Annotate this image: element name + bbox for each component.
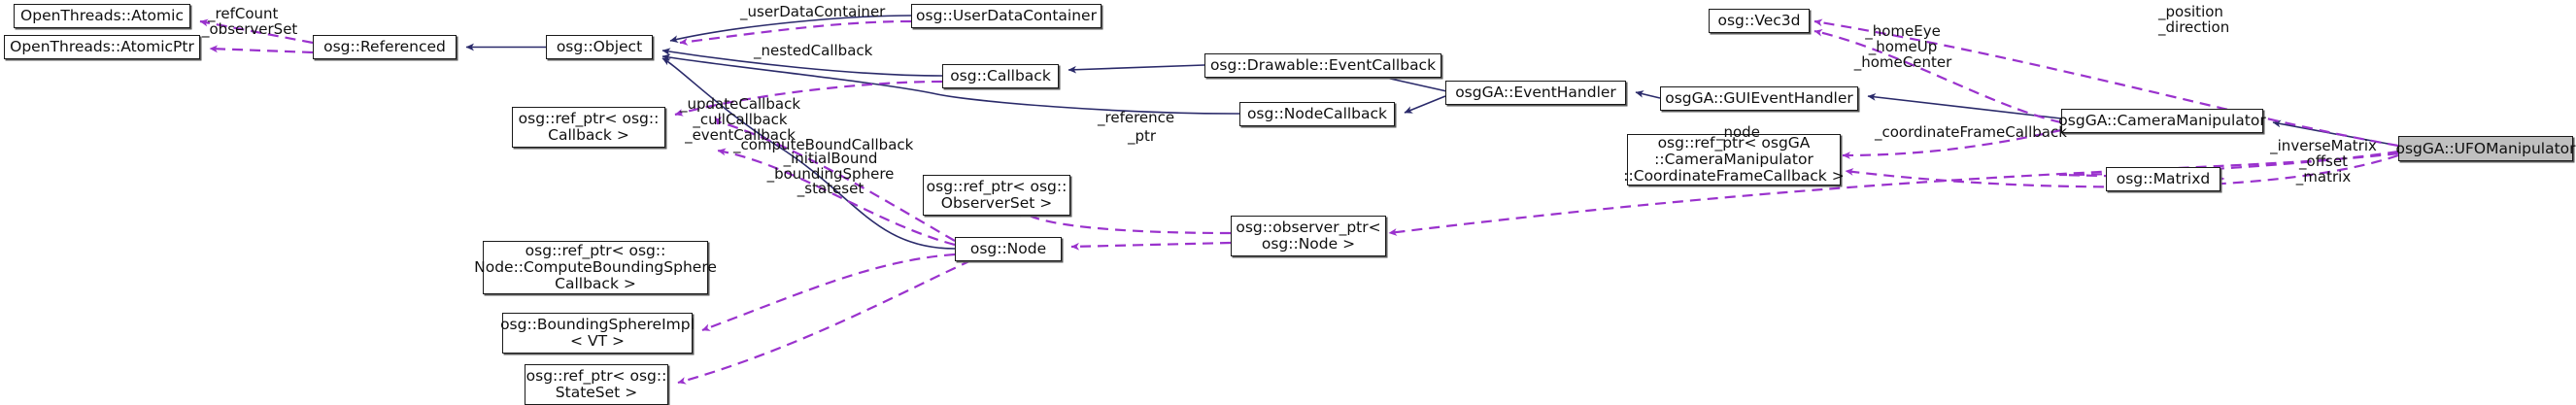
class-node-osg-refptr-observerset[interactable]: osg::ref_ptr< osg:: ObserverSet > (923, 175, 1070, 216)
edge-label-homeeye: _homeEye _homeUp _homeCenter (1853, 22, 1952, 71)
class-node-osg-userdatacontainer[interactable]: osg::UserDataContainer (911, 4, 1102, 28)
class-node-osgga-ufomanipulator[interactable]: osgGA::UFOManipulator (2395, 136, 2576, 161)
class-node-osg-refptr-computebound[interactable]: osg::ref_ptr< osg:: Node::ComputeBoundin… (474, 241, 717, 294)
class-node-osg-referenced[interactable]: osg::Referenced (313, 35, 457, 59)
class-node-openthreads-atomicptr[interactable]: OpenThreads::AtomicPtr (4, 35, 200, 59)
edge-label-ptr: _ptr (1128, 127, 1157, 145)
edge-label-updatecullevent: _updateCallback _cullCallback _eventCall… (680, 95, 800, 144)
class-node-osgga-cameramanipulator[interactable]: osgGA::CameraManipulator (2058, 109, 2266, 133)
edge-label-refcount: _refCount (208, 5, 279, 22)
edge-label-inversematrix: _inverseMatrix _offset _matrix (2270, 137, 2377, 186)
edge-label-position: _position _direction (2158, 3, 2230, 36)
class-node-osg-matrixd[interactable]: osg::Matrixd (2106, 167, 2220, 191)
class-node-osg-refptr-callback[interactable]: osg::ref_ptr< osg:: Callback > (512, 107, 665, 148)
class-node-osg-refptr-stateset[interactable]: osg::ref_ptr< osg:: StateSet > (525, 364, 668, 405)
class-node-openthreads-atomic[interactable]: OpenThreads::Atomic (14, 4, 190, 28)
class-node-osg-refptr-coordframecb[interactable]: osg::ref_ptr< osgGA ::CameraManipulator … (1623, 134, 1845, 186)
class-node-osg-object[interactable]: osg::Object (546, 35, 653, 59)
edge-label-userdatacontainer: _userDataContainer (740, 3, 886, 20)
edge-label-reference: _reference (1098, 109, 1175, 126)
class-node-osgga-guieventhandler[interactable]: osgGA::GUIEventHandler (1660, 86, 1858, 111)
edge-label-computebound: _computeBoundCallback (733, 136, 914, 153)
class-node-osgga-eventhandler[interactable]: osgGA::EventHandler (1445, 81, 1626, 105)
class-node-osg-boundingsphereimpl[interactable]: osg::BoundingSphereImpl < VT > (500, 313, 695, 354)
edge-label-observerset: _observerSet (202, 20, 298, 38)
edge-label-coordframecb: _coordinateFrameCallback (1875, 123, 2067, 141)
class-node-osg-observerptr-node[interactable]: osg::observer_ptr< osg::Node > (1231, 216, 1386, 256)
class-node-osg-drawable-eventcb[interactable]: osg::Drawable::EventCallback (1204, 53, 1441, 78)
edge-label-initialbound: _initialBound _boundingSphere (766, 150, 895, 183)
class-node-osg-node[interactable]: osg::Node (955, 237, 1062, 261)
edge-label-nestedcallback: _nestedCallback (754, 42, 873, 59)
class-node-osg-nodecallback[interactable]: osg::NodeCallback (1239, 102, 1395, 126)
edge-label-node: _node (1716, 123, 1760, 141)
class-node-osg-vec3d[interactable]: osg::Vec3d (1709, 9, 1810, 33)
class-node-osg-callback[interactable]: osg::Callback (942, 64, 1059, 88)
edge-label-stateset: _stateset (797, 180, 864, 197)
